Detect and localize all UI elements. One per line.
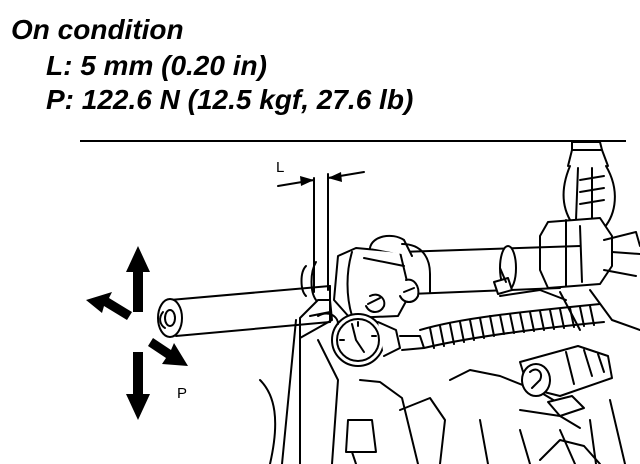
corrugated-hose <box>419 303 605 349</box>
reservoir <box>519 345 613 417</box>
length-marker: L <box>276 159 284 176</box>
engine-block <box>259 299 626 464</box>
condition-heading: On condition <box>11 14 184 45</box>
force-marker: P <box>177 385 187 402</box>
divider-rule <box>80 140 626 142</box>
length-spec: L: 5 mm (0.20 in) <box>46 50 267 81</box>
force-spec: P: 122.6 N (12.5 kgf, 27.6 lb) <box>46 84 414 115</box>
force-arrows <box>86 246 188 420</box>
dial-gauge <box>309 311 425 367</box>
right-mount <box>499 141 640 331</box>
dimension-l <box>277 171 365 293</box>
clamp-housing <box>300 234 513 319</box>
